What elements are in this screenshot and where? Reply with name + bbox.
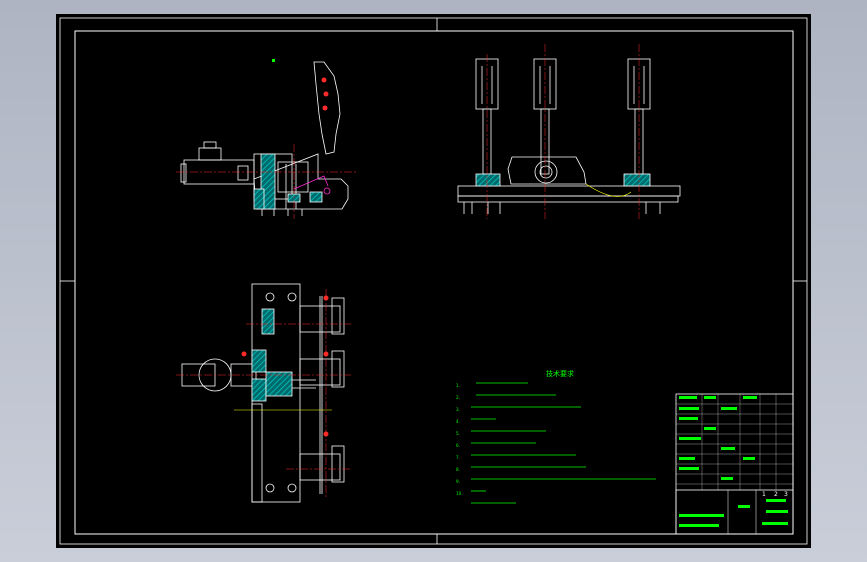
tech-req-line: 5.: [456, 431, 460, 436]
scale-label: 2: [774, 491, 778, 498]
tech-req-line: 8.: [456, 467, 460, 472]
tech-req-title: 技术要求: [546, 369, 574, 378]
tech-req-line: 10.: [456, 491, 463, 496]
front-view: [176, 61, 356, 219]
tech-req-line: 1.: [456, 383, 460, 388]
tech-req-line: 7.: [456, 455, 460, 460]
tech-req-line: 6.: [456, 443, 460, 448]
tech-req-line: 2.: [456, 395, 460, 400]
tech-req-line: 4.: [456, 419, 460, 424]
drawing-border: [59, 17, 808, 545]
tech-req-line: 9.: [456, 479, 460, 484]
title-block: 1 2 3: [675, 393, 794, 535]
top-view: [176, 283, 351, 503]
technical-requirements: 技术要求 1. 2. 3. 4. 5. 6. 7. 8. 9. 10.: [456, 369, 656, 504]
side-view: [457, 44, 681, 219]
cad-drawing: 技术要求 1. 2. 3. 4. 5. 6. 7. 8. 9. 10.: [59, 17, 808, 545]
drawing-sheet: 技术要求 1. 2. 3. 4. 5. 6. 7. 8. 9. 10.: [56, 14, 811, 548]
tech-req-line: 3.: [456, 407, 460, 412]
scale-label: 3: [784, 491, 788, 498]
scale-label: 1: [762, 491, 766, 498]
view-marker: [272, 59, 275, 62]
